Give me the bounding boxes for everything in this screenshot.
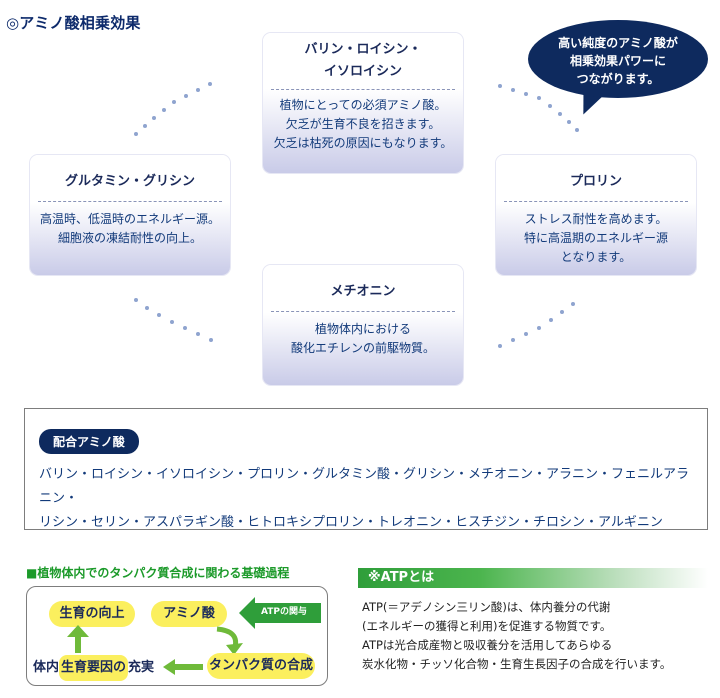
card-title-line2: イソロイシン bbox=[323, 64, 402, 79]
card-proline: プロリン ストレス耐性を高めます。 特に高温期のエネルギー源 となります。 bbox=[496, 155, 696, 275]
blend-list: バリン・ロイシン・イソロイシン・プロリン・グルタミン酸・グリシン・メチオニン・ア… bbox=[39, 463, 699, 535]
atp-heading-banner: ※ATPとは bbox=[358, 568, 708, 588]
card-body-line: 植物にとっての必須アミノ酸。 bbox=[279, 98, 447, 112]
arrow-up-icon bbox=[67, 625, 89, 653]
card-title: グルタミン・グリシン bbox=[64, 174, 195, 189]
card-divider bbox=[504, 201, 688, 202]
bubble-line: 高い純度のアミノ酸が bbox=[558, 36, 678, 50]
factors-highlight: 生育要因の bbox=[59, 655, 129, 681]
card-body-line: 植物体内における bbox=[314, 322, 411, 336]
curved-arrow-down-icon bbox=[216, 626, 243, 655]
atp-description: ATP(＝アデノシン三リン酸)は、体内養分の代謝 (エネルギーの獲得と利用)を促… bbox=[362, 598, 712, 674]
card-glutamine-glycine: グルタミン・グリシン 高温時、低温時のエネルギー源。 細胞液の凍結耐性の向上。 bbox=[30, 155, 230, 275]
bubble-line: つながります。 bbox=[576, 72, 660, 86]
card-body-line: ストレス耐性を高めます。 bbox=[524, 212, 668, 226]
factors-suffix: 充実 bbox=[128, 660, 155, 675]
card-body-line: 高温時、低温時のエネルギー源。 bbox=[39, 212, 220, 226]
speech-bubble: 高い純度のアミノ酸が 相乗効果パワーに つながります。 bbox=[528, 20, 708, 98]
atp-badge-label: ATPの関与 bbox=[261, 607, 308, 617]
card-methionine: メチオニン 植物体内における 酸化エチレンの前駆物質。 bbox=[263, 265, 463, 385]
growth-improvement-pill: 生育の向上 bbox=[49, 601, 135, 627]
card-valine-leucine-isoleucine: バリン・ロイシン・ イソロイシン 植物にとっての必須アミノ酸。 欠乏が生育不良を… bbox=[263, 33, 463, 173]
card-body-line: 特に高温期のエネルギー源 bbox=[523, 231, 668, 245]
card-divider bbox=[271, 89, 455, 90]
card-title: プロリン bbox=[569, 174, 622, 189]
atp-description-line: 炭水化物・チッソ化合物・生育生長因子の合成を行います。 bbox=[362, 657, 672, 671]
bubble-line: 相乗効果パワーに bbox=[569, 54, 666, 68]
atp-description-line: (エネルギーの獲得と利用)を促進する物質です。 bbox=[362, 619, 612, 633]
process-diagram: 生育の向上 アミノ酸 ATPの関与 タンパク質の合成 体内生育要因の充実 bbox=[26, 586, 328, 686]
arrow-left-icon bbox=[163, 659, 203, 675]
blended-amino-acids-box: 配合アミノ酸 バリン・ロイシン・イソロイシン・プロリン・グルタミン酸・グリシン・… bbox=[24, 408, 708, 530]
card-divider bbox=[38, 201, 222, 202]
card-title: メチオニン bbox=[330, 284, 396, 299]
blend-list-line: バリン・ロイシン・イソロイシン・プロリン・グルタミン酸・グリシン・メチオニン・ア… bbox=[39, 467, 690, 506]
process-title: ■植物体内でのタンパク質合成に関わる基礎過程 bbox=[26, 566, 290, 580]
atp-description-line: ATP(＝アデノシン三リン酸)は、体内養分の代謝 bbox=[362, 600, 611, 614]
card-body-line: 欠乏は枯死の原因にもなります。 bbox=[273, 136, 453, 150]
factors-prefix: 体内 bbox=[33, 660, 60, 675]
card-body-line: 酸化エチレンの前駆物質。 bbox=[290, 341, 435, 355]
card-title-line1: バリン・ロイシン・ bbox=[304, 42, 422, 57]
atp-arrow-icon bbox=[239, 597, 321, 629]
amino-acid-pill: アミノ酸 bbox=[151, 601, 227, 627]
blend-label-badge: 配合アミノ酸 bbox=[39, 429, 139, 454]
page-title: ◎アミノ酸相乗効果 bbox=[6, 14, 141, 32]
card-body-line: 欠乏が生育不良を招きます。 bbox=[285, 117, 441, 131]
card-body-line: 細胞液の凍結耐性の向上。 bbox=[57, 231, 202, 245]
blend-list-line: リシン・セリン・アスパラギン酸・ヒトロキシプロリン・トレオニン・ヒスチジン・チロ… bbox=[39, 515, 663, 530]
atp-description-line: ATPは光合成産物と吸収養分を活用してあらゆる bbox=[362, 638, 613, 652]
protein-synthesis-pill: タンパク質の合成 bbox=[207, 653, 315, 679]
card-body-line: となります。 bbox=[560, 250, 632, 264]
growth-factors-label: 体内生育要因の充実 bbox=[33, 653, 155, 681]
card-divider bbox=[271, 311, 455, 312]
